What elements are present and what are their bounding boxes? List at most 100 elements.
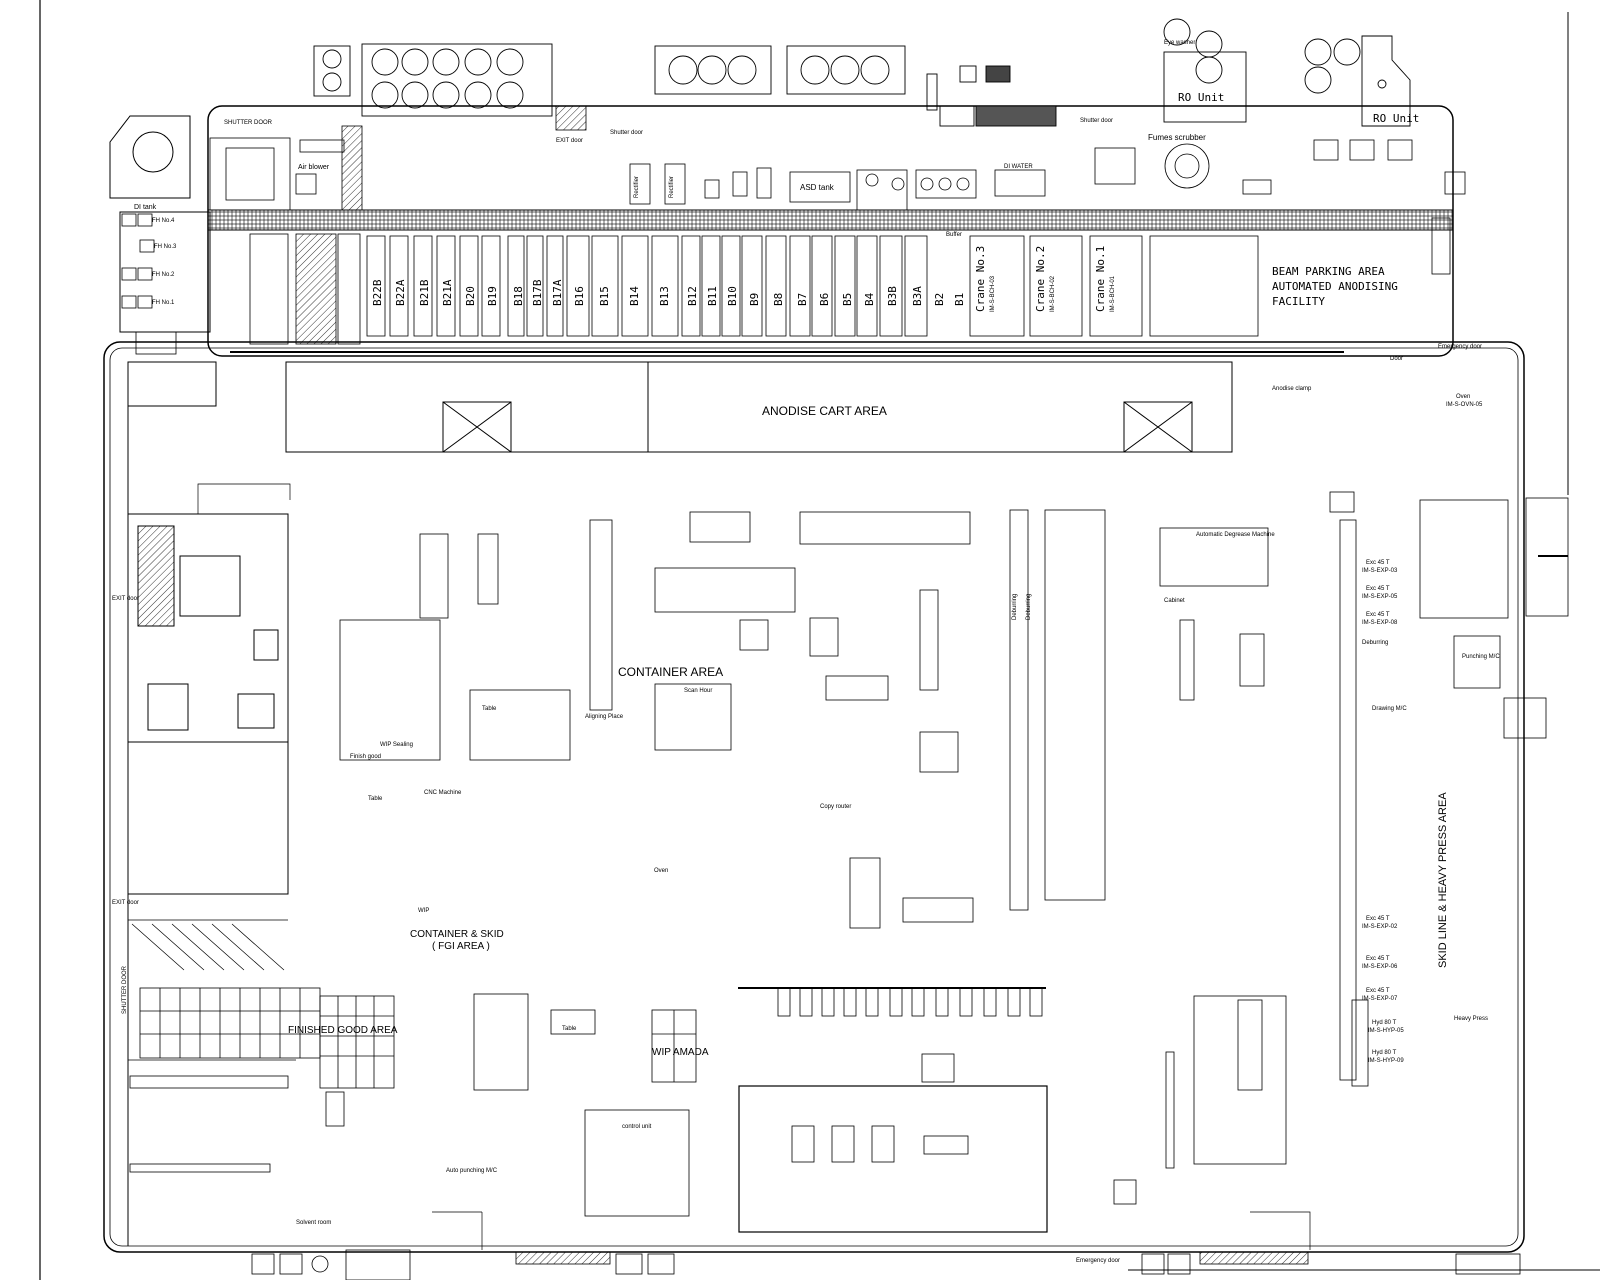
label-press-id-3: IM-S-EXP-08 [1362,620,1398,626]
label-crane-3: Crane No.3 [974,245,987,312]
bay-label-b18: B18 [512,286,525,306]
label-press-id-7: IM-S-HYP-05 [1368,1028,1404,1034]
label-copy-router: Copy router [820,804,852,810]
lower-machines [473,857,1369,1233]
label-buffer: Buffer [946,232,962,238]
bay-label-b21a: B21A [441,279,454,307]
label-press-5: Exc 45 T [1366,956,1390,962]
label-press-4: Exc 45 T [1366,916,1390,922]
bay-label-b17a: B17A [551,279,564,307]
label-cabinet: Cabinet [1164,598,1185,604]
bay-label-b8: B8 [772,292,785,306]
label-aligning-place: Aligning Place [585,714,624,720]
zone-fgi-area: ( FGI AREA ) [432,941,490,952]
label-crane-2: Crane No.2 [1034,245,1047,312]
label-wip: WIP [418,908,430,914]
zone-facility: FACILITY [1272,295,1325,308]
label-shutter-door-3: Shutter door [1080,118,1114,124]
label-punching-mc: Punching M/C [1462,654,1500,660]
label-table-3: Table [562,1026,577,1032]
label-press-id-8: IM-S-HYP-09 [1368,1058,1404,1064]
bay-label-b4: B4 [863,292,876,306]
bay-label-b2: B2 [933,292,946,306]
label-crane-1: Crane No.1 [1094,245,1107,312]
label-oven-2: Oven [654,868,669,874]
label-rectifier-1: Rectifier [634,175,640,198]
bay-label-b13: B13 [658,286,671,306]
label-fh-2: FH No.2 [152,272,175,278]
label-emergency-door: Emergency door [1438,344,1483,350]
zone-beam-parking: BEAM PARKING AREA [1272,265,1385,278]
tank-bays [249,233,1259,345]
finished-goods-grid [128,919,395,1089]
label-shutter-door-left: SHUTTER DOOR [122,966,128,1014]
right-edge-equipment [1431,217,1569,617]
label-table-2: Table [482,706,497,712]
bay-label-b20: B20 [464,286,477,306]
label-asd-tank: ASD tank [800,183,834,192]
label-deburring-1: Deburring [1012,593,1018,620]
zone-automated-anodising: AUTOMATED ANODISING [1272,280,1398,293]
label-automatic-degrease: Automatic Degrease Machine [1196,532,1275,538]
label-crane-2-id: IM-S-BCH-02 [1050,275,1056,312]
bay-label-b11: B11 [706,286,719,306]
label-wip-sealing: WIP Sealing [380,742,413,748]
label-fh-3: FH No.3 [154,244,177,250]
container-area-equipment [339,491,1547,1081]
label-press-id-4: IM-S-EXP-02 [1362,924,1398,930]
label-door: Door [1390,356,1404,362]
zone-container-area: CONTAINER AREA [618,665,724,679]
label-press-1: Exc 45 T [1366,560,1390,566]
label-fh-1: FH No.1 [152,300,175,306]
label-press-id-1: IM-S-EXP-03 [1362,568,1398,574]
label-eye-washer: Eye washer [1164,40,1196,46]
label-press-3: Exc 45 T [1366,612,1390,618]
label-auto-punching: Auto punching M/C [446,1168,498,1174]
stairs [197,483,1311,1250]
bay-label-b9: B9 [748,292,761,306]
process-upper-row [209,105,1466,211]
label-solvent-room: Solvent room [296,1220,332,1226]
bay-label-b7: B7 [796,292,809,306]
label-exit-door-left-2: EXIT door [112,900,139,906]
label-ro-unit-2: RO Unit [1373,112,1420,125]
label-air-blower: Air blower [298,164,330,171]
label-di-tank: DI tank [134,204,157,211]
label-crane-3-id: IM-S-BCH-03 [990,275,996,312]
label-press-id-5: IM-S-EXP-06 [1362,964,1398,970]
label-oven-id: IM-S-OVN-05 [1446,402,1483,408]
label-scan-hour: Scan Hour [684,688,713,694]
bay-label-b17b: B17B [531,279,544,307]
label-heavy-press: Heavy Press [1454,1016,1489,1022]
label-control-unit: control unit [622,1124,652,1130]
label-exit-door-left: EXIT door [112,596,139,602]
label-oven: Oven [1456,394,1471,400]
label-finish-good: Finish good [350,754,382,760]
label-shutter-door: SHUTTER DOOR [224,120,272,126]
bay-label-b22b: B22B [371,279,384,307]
label-press-2: Exc 45 T [1366,586,1390,592]
bay-label-b10: B10 [726,286,739,306]
label-press-8: Hyd 80 T [1372,1050,1397,1056]
bay-label-b15: B15 [598,286,611,306]
bay-label-b6: B6 [818,292,831,306]
zone-container-skid: CONTAINER & SKID [410,929,504,940]
locker-room [128,1059,345,1173]
bay-label-b19: B19 [486,286,499,306]
bay-label-b22a: B22A [394,279,407,307]
label-deburring-3: Deburring [1362,640,1389,646]
conveyor-band [207,209,1454,231]
label-cnc-machine: CNC Machine [424,790,462,796]
label-shutter-door-2: Shutter door [610,130,644,136]
bay-label-b21b: B21B [418,279,431,307]
label-deburring-2: Deburring [1026,593,1032,620]
label-press-id-2: IM-S-EXP-05 [1362,594,1398,600]
label-anodise-clamp: Anodise clamp [1272,386,1312,392]
fh-units [121,213,177,355]
label-emergency-door-bottom: Emergency door [1076,1258,1121,1264]
bay-label-b3b: B3B [886,286,899,306]
bay-label-b1: B1 [953,292,966,306]
bottom-wall-units [251,1249,1521,1280]
bay-label-b5: B5 [841,292,854,306]
